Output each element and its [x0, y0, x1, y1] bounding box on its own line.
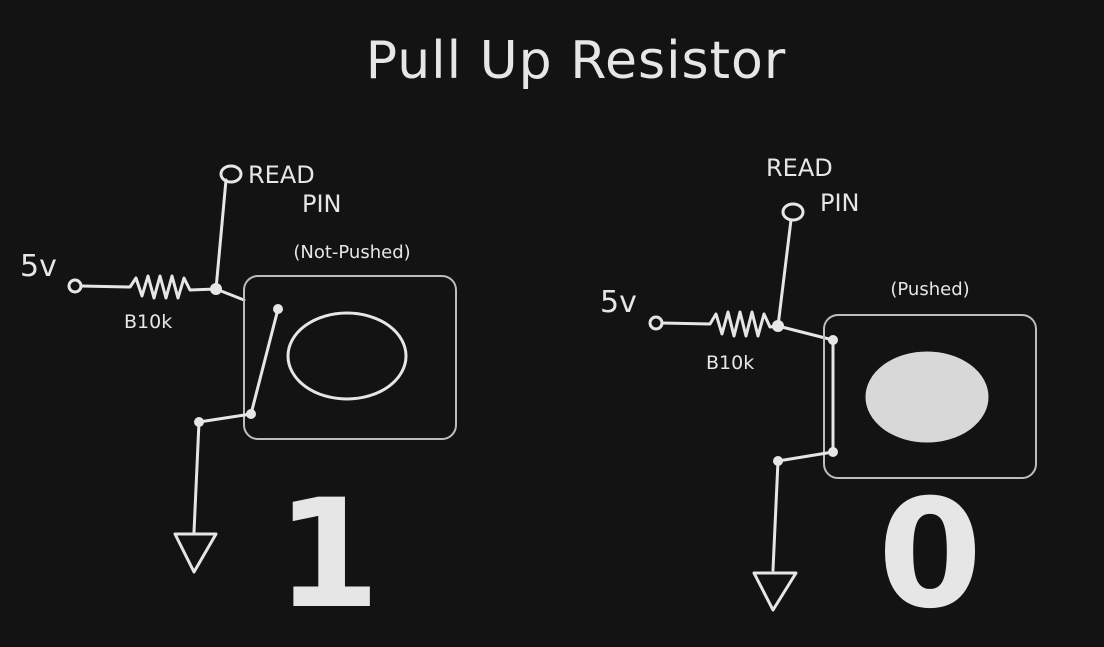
left-read-pin-label-2: PIN: [302, 190, 342, 218]
right-5v-terminal: [648, 315, 664, 331]
right-resistor: [660, 310, 780, 338]
right-ground-wire: [771, 450, 835, 572]
diagram-title: Pull Up Resistor: [366, 31, 786, 91]
right-output-value: 0: [878, 468, 982, 642]
right-read-pin-label-2: PIN: [820, 189, 860, 217]
left-ground-node: [194, 417, 204, 427]
right-read-wire: [776, 218, 793, 328]
right-voltage-label: 5v: [600, 285, 637, 320]
left-5v-terminal: [67, 278, 83, 294]
left-switch-lever: [249, 307, 280, 416]
left-button-cap: [286, 311, 408, 401]
right-ground-symbol: [752, 571, 798, 612]
right-button-box: [823, 314, 1037, 479]
right-read-pin-label-1: READ: [766, 154, 833, 182]
left-output-value: 1: [276, 468, 380, 642]
left-read-pin-label-1: READ: [248, 161, 315, 189]
left-circuit: 5v B10k READ PIN (Not-Pushed) 1: [20, 161, 457, 642]
left-button-state-label: (Not-Pushed): [293, 242, 410, 263]
right-circuit: 5v B10k READ PIN (Pushed) 0: [600, 154, 1037, 642]
left-resistor-label: B10k: [124, 311, 172, 333]
left-switch-feed-wire: [214, 287, 246, 302]
right-read-pin-terminal: [781, 202, 805, 222]
left-button-box: [243, 275, 457, 440]
left-read-pin-terminal: [219, 164, 243, 184]
right-resistor-label: B10k: [706, 352, 754, 374]
right-button-cap: [865, 351, 989, 443]
left-voltage-label: 5v: [20, 249, 57, 284]
left-resistor: [79, 274, 218, 300]
left-ground-symbol: [173, 532, 218, 574]
left-read-wire: [214, 178, 228, 291]
left-ground-wire: [192, 412, 253, 534]
right-button-state-label: (Pushed): [890, 279, 969, 300]
right-ground-node: [773, 456, 783, 466]
